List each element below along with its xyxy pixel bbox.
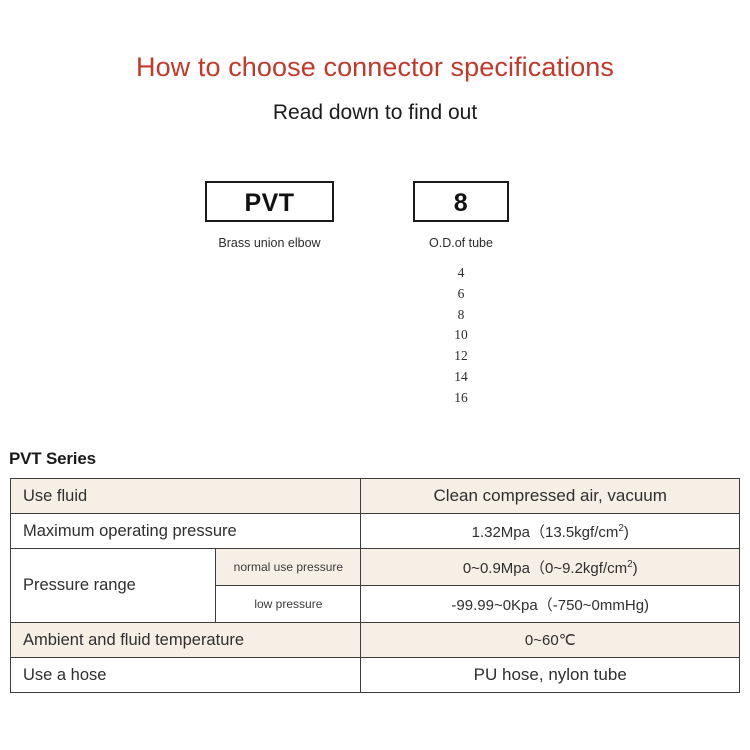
spec-label: Use fluid [9, 478, 362, 514]
spec-value-text: 1.32Mpa（13.5kgf/cm [471, 523, 619, 541]
specification-table: Use fluid Clean compressed air, vacuum M… [9, 478, 740, 693]
spec-value: 0~0.9Mpa（0~9.2kgf/cm2) [360, 548, 740, 586]
spec-value-superscript: 2 [618, 522, 624, 534]
spec-label: Ambient and fluid temperature [9, 622, 362, 658]
page-title: How to choose connector specifications [135, 52, 615, 82]
spec-value: -99.99~0Kpa（-750~0mmHg) [360, 585, 740, 623]
size-option[interactable]: 6 [457, 285, 465, 301]
spec-value: Clean compressed air, vacuum [360, 478, 740, 514]
spec-value: 1.32Mpa（13.5kgf/cm2) [360, 513, 740, 549]
spec-sub-label: low pressure [215, 585, 362, 623]
table-row: Use fluid Clean compressed air, vacuum [9, 478, 740, 514]
spec-value: 0~60℃ [360, 622, 740, 658]
spec-label: Use a hose [9, 657, 362, 693]
spec-value-superscript: 2 [627, 558, 633, 570]
size-option[interactable]: 8 [457, 306, 465, 322]
page-subtitle: Read down to find out [272, 101, 478, 124]
size-option-list: 4 6 8 10 12 14 16 [413, 263, 509, 409]
spec-value-tail: ) [632, 559, 638, 577]
spec-label: Maximum operating pressure [9, 513, 362, 549]
spec-value-text: 0~0.9Mpa（0~9.2kgf/cm [462, 559, 628, 577]
size-code-box[interactable]: 8 [413, 181, 509, 222]
series-code-caption: Brass union elbow [218, 236, 321, 250]
spec-value: PU hose, nylon tube [360, 657, 740, 693]
size-option[interactable]: 14 [454, 368, 468, 384]
size-option[interactable]: 10 [454, 327, 468, 343]
size-option[interactable]: 12 [454, 348, 468, 364]
spec-sub-label: normal use pressure [215, 548, 362, 586]
table-row: Ambient and fluid temperature 0~60℃ [9, 622, 740, 658]
spec-value-tail: ) [623, 523, 629, 541]
size-code-caption: O.D.of tube [429, 236, 493, 250]
size-option[interactable]: 4 [457, 265, 465, 280]
series-heading: PVT Series [9, 449, 96, 468]
series-code-group: PVT Brass union elbow [205, 181, 334, 250]
code-selector: PVT Brass union elbow 8 O.D.of tube 4 6 … [0, 181, 750, 421]
size-code-group: 8 O.D.of tube 4 6 8 10 12 14 16 [413, 181, 509, 409]
spec-label: Pressure range [9, 548, 217, 623]
table-row: Pressure range normal use pressure 0~0.9… [9, 548, 740, 623]
table-row: Use a hose PU hose, nylon tube [9, 657, 740, 693]
table-row: Maximum operating pressure 1.32Mpa（13.5k… [9, 513, 740, 549]
series-code-box[interactable]: PVT [205, 181, 334, 222]
size-option[interactable]: 16 [454, 389, 468, 405]
